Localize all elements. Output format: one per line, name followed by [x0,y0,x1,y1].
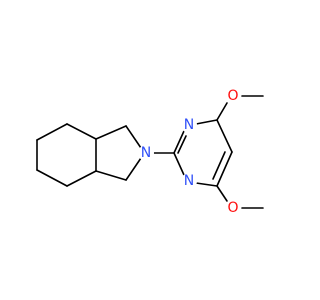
bond [195,119,218,125]
bond [95,170,127,181]
atom-label-o-bottom: O [225,200,241,216]
bond [216,185,228,202]
bond [195,182,218,187]
pyrrolidine-ring [95,125,142,181]
atom-label: N [141,145,151,161]
bond [66,123,97,140]
atom-label: N [184,173,194,189]
bond [177,135,187,154]
atom-label: N [184,117,194,133]
cyclohexane-ring [36,123,97,187]
molecule-structure-diagram: N N N O O [36,88,264,216]
bond [173,152,185,176]
bond [216,119,233,153]
atom-label: O [227,200,238,216]
bond [36,123,68,141]
atom-label-n-pyrimidine-top: N [181,117,197,133]
bond [125,157,142,181]
bond [66,170,97,187]
bond [36,169,68,187]
atom-label-n-pyrimidine-bottom: N [181,173,197,189]
bond [95,125,127,140]
bond [173,130,185,154]
methoxy-groups [216,95,264,209]
bond [125,125,142,149]
atom-label-o-top: O [225,88,241,104]
bond [216,102,228,121]
bond [216,151,233,187]
pyrimidine-ring [173,119,233,187]
atom-label-n-isoindoline: N [138,145,154,161]
bond [212,151,226,180]
atom-label: O [227,88,238,104]
